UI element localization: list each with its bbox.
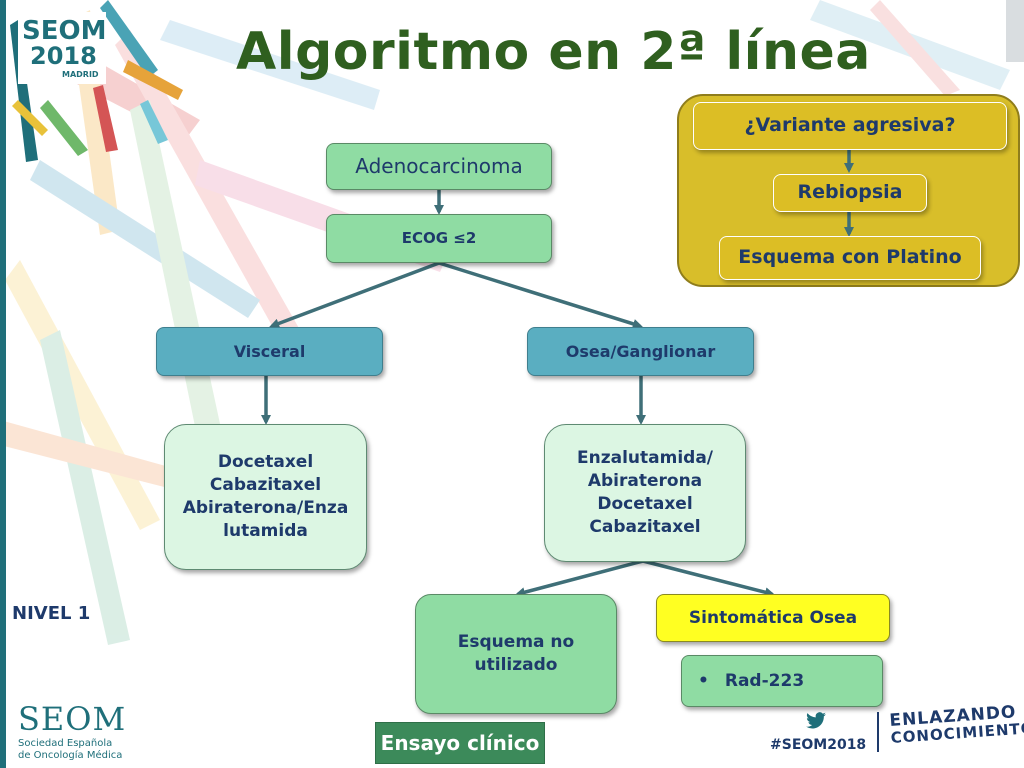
node-visceral-label: Visceral — [233, 341, 306, 361]
node-rebiopsia: Rebiopsia — [773, 174, 927, 212]
ensayo-clinico-label: Ensayo clínico — [375, 722, 545, 764]
visceral-tx-line: Abiraterona/Enza — [182, 498, 349, 518]
seom-2018-logo: SEOM 2018 MADRID — [18, 12, 106, 84]
slide-title: Algoritmo en 2ª línea — [236, 22, 871, 82]
right-corner-accent — [1006, 0, 1024, 62]
arrow-tx-to-esquema — [515, 559, 644, 598]
visceral-tx-line: Cabazitaxel — [209, 475, 322, 496]
seom-footer-sub1: Sociedad Española — [18, 738, 113, 749]
node-esquema-platino: Esquema con Platino — [719, 236, 981, 280]
osea-tx-line: Cabazitaxel — [589, 516, 701, 537]
node-rad-label: Rad-223 — [724, 670, 805, 691]
arrow-ecog-to-visceral — [269, 261, 440, 329]
left-accent-bar — [0, 0, 6, 768]
node-variante-agresiva: ¿Variante agresiva? — [693, 102, 1007, 150]
top-left-color-streaks — [8, 0, 188, 170]
logo-seom-text: SEOM — [22, 16, 107, 46]
twitter-bird-icon — [806, 712, 826, 729]
node-osea-treatments: Enzalutamida/ Abiraterona Docetaxel Caba… — [544, 424, 746, 562]
node-osea-label: Osea/Ganglionar — [565, 341, 716, 361]
logo-city-text: MADRID — [62, 70, 99, 79]
visceral-tx-line: lutamida — [223, 520, 308, 541]
osea-tx-line: Abiraterona — [587, 471, 703, 492]
node-esquema-no-utilizado: Esquema no utilizado — [415, 594, 617, 714]
node-rad-223: • Rad-223 — [681, 655, 883, 707]
osea-tx-line: Enzalutamida/ — [577, 448, 713, 469]
node-visceral-treatments: Docetaxel Cabazitaxel Abiraterona/Enza l… — [164, 424, 367, 570]
arrow-tx-to-sintomatica — [642, 559, 775, 598]
node-variante-label: ¿Variante agresiva? — [744, 114, 956, 137]
footer-divider — [877, 712, 879, 752]
hashtag-label: #SEOM2018 — [770, 737, 867, 753]
bullet-icon: • — [698, 670, 709, 691]
seom-footer-title: SEOM — [18, 700, 127, 738]
node-adenocarcinoma-label: Adenocarcinoma — [355, 154, 523, 178]
osea-tx-line: Docetaxel — [597, 494, 693, 514]
logo-year-text: 2018 — [30, 42, 97, 70]
node-ecog-label: ECOG ≤2 — [401, 229, 477, 248]
arrow-ecog-to-osea — [438, 261, 643, 329]
node-rebiopsia-label: Rebiopsia — [797, 181, 903, 204]
node-adenocarcinoma: Adenocarcinoma — [326, 143, 552, 190]
seom-footer-sub2: de Oncología Médica — [18, 749, 123, 761]
node-sintomatica-osea: Sintomática Osea — [656, 594, 890, 642]
node-osea-ganglionar: Osea/Ganglionar — [527, 327, 754, 376]
esquema-line: Esquema no — [457, 632, 575, 653]
node-sintomatica-label: Sintomática Osea — [688, 607, 858, 628]
node-visceral: Visceral — [156, 327, 383, 376]
visceral-tx-line: Docetaxel — [217, 452, 314, 473]
evidence-level-label: NIVEL 1 — [12, 603, 91, 624]
node-platino-label: Esquema con Platino — [738, 246, 962, 269]
seom-footer-logo: SEOM Sociedad Española de Oncología Médi… — [18, 700, 126, 761]
node-ecog: ECOG ≤2 — [326, 214, 552, 263]
esquema-line: utilizado — [474, 655, 558, 675]
